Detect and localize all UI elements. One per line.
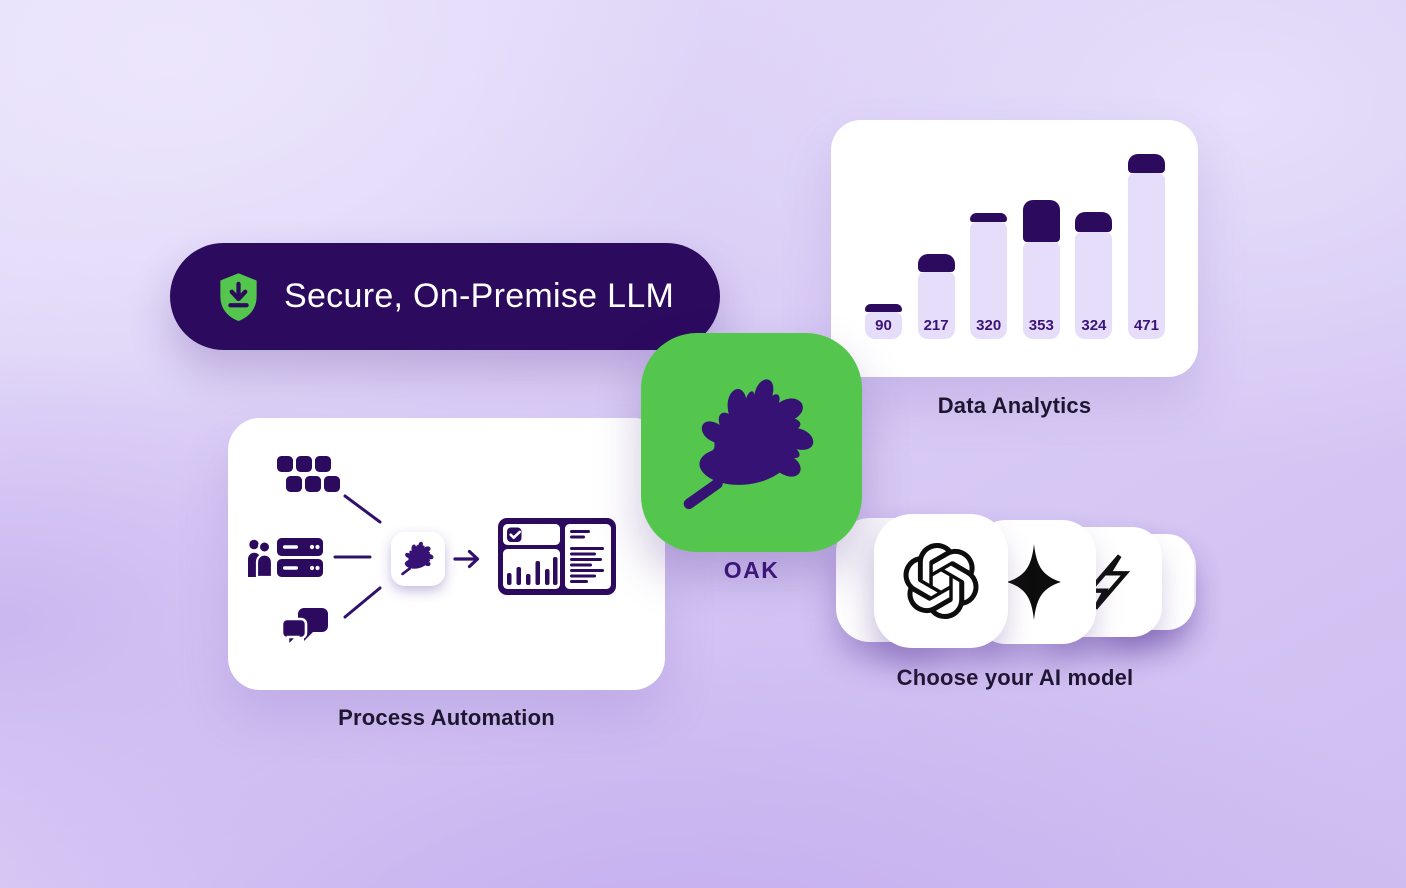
choose-model-caption: Choose your AI model (896, 665, 1134, 690)
chart-bar-value: 353 (1028, 317, 1054, 334)
chart-bar-value: 217 (923, 317, 949, 334)
chart-bar-cap (1022, 200, 1060, 242)
chart-bar: 90 (865, 304, 902, 339)
app-grid-icon (277, 456, 340, 492)
chart-bar-cap (970, 213, 1008, 222)
shield-download-icon (220, 272, 257, 321)
data-analytics-card: 90 217 320 353 324 471 (831, 120, 1198, 377)
chart-bar: 471 (1127, 154, 1165, 339)
oak-label: OAK (723, 557, 780, 583)
chart-bar-body (865, 312, 902, 339)
process-automation-card (228, 418, 665, 690)
chart-bar-value: 471 (1133, 317, 1159, 334)
chart-bar: 217 (917, 254, 955, 339)
chart-bar: 353 (1022, 200, 1060, 339)
chart-bar-cap (1127, 154, 1165, 173)
users-icon (248, 539, 274, 579)
chart-bar-body (1127, 173, 1165, 339)
gemini-sparkle-icon (1007, 544, 1061, 620)
chart-bar-cap (865, 304, 902, 312)
chart-bar-body (1022, 242, 1060, 339)
chart-bar: 320 (970, 213, 1008, 339)
server-icon (277, 538, 323, 577)
dashboard-icon (498, 518, 616, 595)
chart-bar-cap (1075, 212, 1113, 232)
openai-logo-icon (903, 543, 979, 619)
data-analytics-caption: Data Analytics (937, 393, 1092, 418)
process-diagram (248, 456, 616, 650)
secure-badge: Secure, On-Premise LLM (170, 243, 720, 350)
arrow-right-icon (453, 549, 480, 569)
oak-leaf-mini-tile (391, 532, 445, 586)
chart-bar-cap (917, 254, 955, 272)
connector-lines (333, 494, 382, 619)
process-automation-caption: Process Automation (338, 705, 555, 730)
chart-bar-body (970, 222, 1008, 339)
secure-badge-label: Secure, On-Premise LLM (284, 277, 675, 315)
chart-bar-value: 90 (875, 317, 892, 334)
bar-chart: 90 217 320 353 324 471 (865, 154, 1165, 339)
oak-leaf-icon (667, 358, 836, 527)
model-card-openai[interactable] (874, 514, 1008, 648)
chart-bar: 324 (1075, 212, 1113, 339)
chart-bar-body (1075, 232, 1113, 339)
chart-bar-value: 320 (976, 317, 1002, 334)
chart-bar-value: 324 (1081, 317, 1107, 334)
oak-app-tile[interactable] (641, 333, 862, 552)
chart-bar-body (917, 272, 955, 339)
chat-bubbles-icon (280, 608, 328, 650)
